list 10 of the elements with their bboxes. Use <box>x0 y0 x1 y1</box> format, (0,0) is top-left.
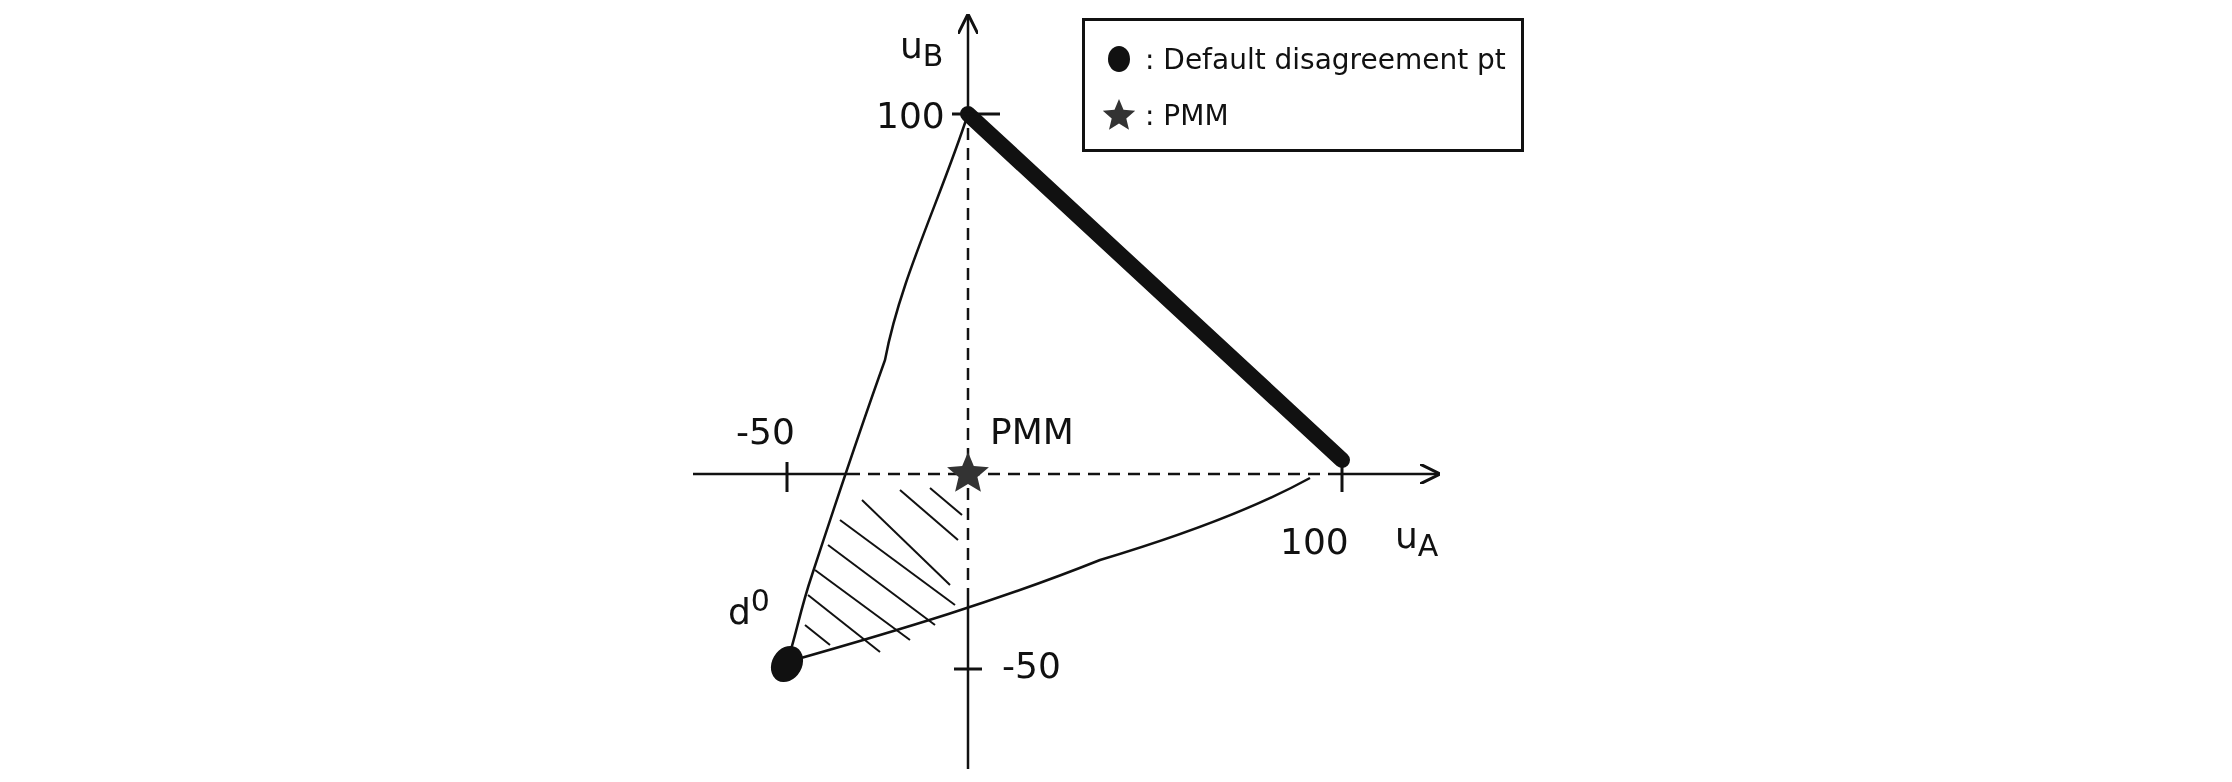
tick-label: -50 <box>1002 648 1061 684</box>
axis-label: u$_{A}$ <box>1395 518 1439 562</box>
axis-label: u$_{B}$ <box>900 28 944 72</box>
legend-label: : Default disagreement pt <box>1145 42 1506 76</box>
legend-label: : PMM <box>1145 98 1229 132</box>
point-label: d$^{0}$ <box>728 586 770 630</box>
tick-label: -50 <box>736 414 795 450</box>
tick-label: 100 <box>1280 524 1349 560</box>
tick-label: 100 <box>876 98 945 134</box>
point-label: PMM <box>990 414 1074 450</box>
